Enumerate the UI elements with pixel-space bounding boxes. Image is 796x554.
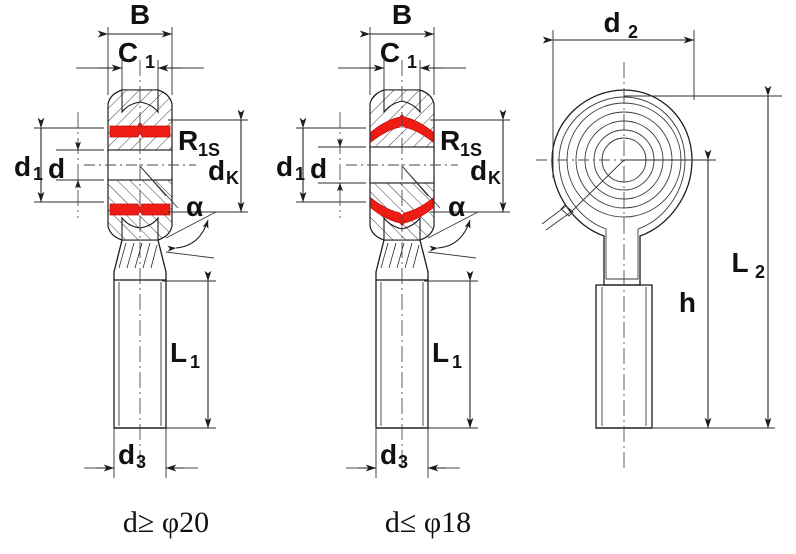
label-d3-sub: 3 xyxy=(136,452,146,472)
label-dK-main: d xyxy=(208,155,225,186)
dimension-h: h xyxy=(624,149,775,429)
dimension-alpha-angle-2: α xyxy=(427,191,479,259)
view-left: B C 1 d 1 xyxy=(14,0,248,539)
label-R1S-main: R xyxy=(178,125,198,156)
dimension-d3: d 3 xyxy=(84,428,198,478)
label-R1S-main-2: R xyxy=(440,125,460,156)
label-d3-sub-2: 3 xyxy=(398,452,408,472)
label-d3-main-2: d xyxy=(380,439,397,470)
label-d: d xyxy=(48,153,65,184)
label-B: B xyxy=(130,0,150,30)
label-alpha: α xyxy=(186,191,203,222)
label-d3-main: d xyxy=(118,439,135,470)
label-L1-main: L xyxy=(170,337,187,368)
label-L1-sub-2: 1 xyxy=(452,352,462,372)
dimension-L1: L 1 xyxy=(162,270,216,429)
leader-line-tail-2 xyxy=(541,205,567,225)
sphere-leader-line-4 xyxy=(401,165,429,197)
label-L1-sub: 1 xyxy=(190,352,200,372)
label-R1S-sub-2: 1S xyxy=(460,140,482,160)
liner-band-top xyxy=(109,122,171,138)
label-L1-main-2: L xyxy=(432,337,449,368)
label-L2-main: L xyxy=(731,247,748,278)
dimension-d2: d 2 xyxy=(542,7,695,178)
dimension-d-2: d xyxy=(310,112,366,218)
label-d1-main-2: d xyxy=(276,151,293,182)
dimension-R1S-dK-2: R 1S d K xyxy=(430,109,510,213)
dimension-C1: C 1 xyxy=(76,37,204,100)
label-dK-sub: K xyxy=(226,168,239,188)
label-B-2: B xyxy=(392,0,412,30)
label-d1-main: d xyxy=(14,151,31,182)
label-C1-sub-2: 1 xyxy=(407,52,417,72)
label-C1-sub: 1 xyxy=(145,52,155,72)
label-d-2: d xyxy=(310,153,327,184)
view-middle: B C 1 d 1 xyxy=(276,0,510,539)
view-right: d 2 h L 2 xyxy=(536,7,782,470)
dimension-B-2: B xyxy=(359,0,435,95)
dimension-R1S-dK: R 1S d K xyxy=(168,109,248,213)
dimension-d: d xyxy=(48,112,104,218)
dimension-d1-2: d 1 xyxy=(276,117,366,203)
label-dK-main-2: d xyxy=(470,155,487,186)
dimension-d3-2: d 3 xyxy=(346,428,460,478)
head-body-outline-inner xyxy=(558,96,686,280)
leader-line-tail-1 xyxy=(545,211,572,231)
dimension-C1-2: C 1 xyxy=(338,37,466,100)
label-h: h xyxy=(679,287,696,318)
label-d2-main: d xyxy=(603,7,620,38)
caption-left-view: d≥ φ20 xyxy=(123,506,209,539)
label-C1-main-2: C xyxy=(380,37,400,68)
shank-assembly-2 xyxy=(375,239,429,429)
dimension-d1: d 1 xyxy=(14,117,104,203)
label-L2-sub: 2 xyxy=(755,262,765,282)
label-d2-sub: 2 xyxy=(628,22,638,42)
label-R1S-sub: 1S xyxy=(198,140,220,160)
leader-line-head xyxy=(570,159,625,213)
dimension-L2: L 2 xyxy=(624,85,782,429)
label-d1-sub: 1 xyxy=(33,164,43,184)
dimension-alpha-angle: α xyxy=(165,191,217,259)
label-dK-sub-2: K xyxy=(488,168,501,188)
leader-flag xyxy=(560,204,574,217)
sphere-leader-line-2 xyxy=(139,165,167,197)
label-d1-sub-2: 1 xyxy=(295,164,305,184)
dimension-L1-2: L 1 xyxy=(424,270,478,429)
label-alpha-2: α xyxy=(448,191,465,222)
caption-middle-view: d≤ φ18 xyxy=(385,506,471,539)
dimension-B: B xyxy=(97,0,173,95)
label-C1-main: C xyxy=(118,37,138,68)
liner-band-bottom xyxy=(109,203,171,216)
